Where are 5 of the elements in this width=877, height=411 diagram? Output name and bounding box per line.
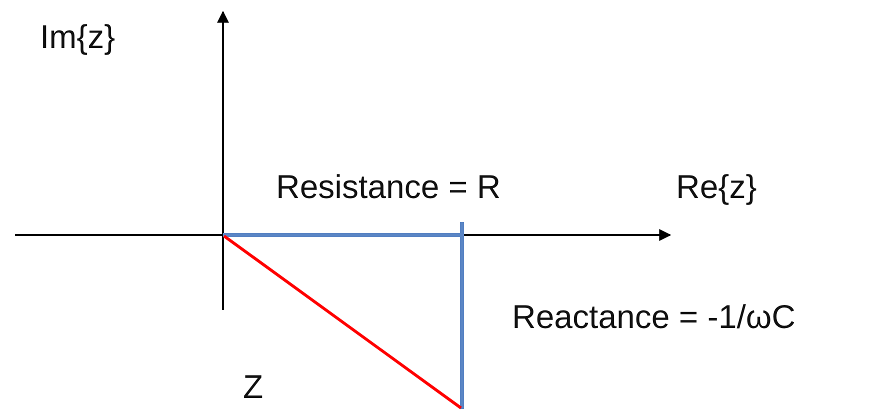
quantity-label: Reactance = -1/ωC — [512, 300, 796, 333]
axis-label: Im{z} — [40, 20, 116, 53]
vector-label: Z — [243, 370, 264, 403]
axis-label: Re{z} — [676, 170, 757, 203]
quantity-label: Resistance = R — [276, 170, 501, 203]
